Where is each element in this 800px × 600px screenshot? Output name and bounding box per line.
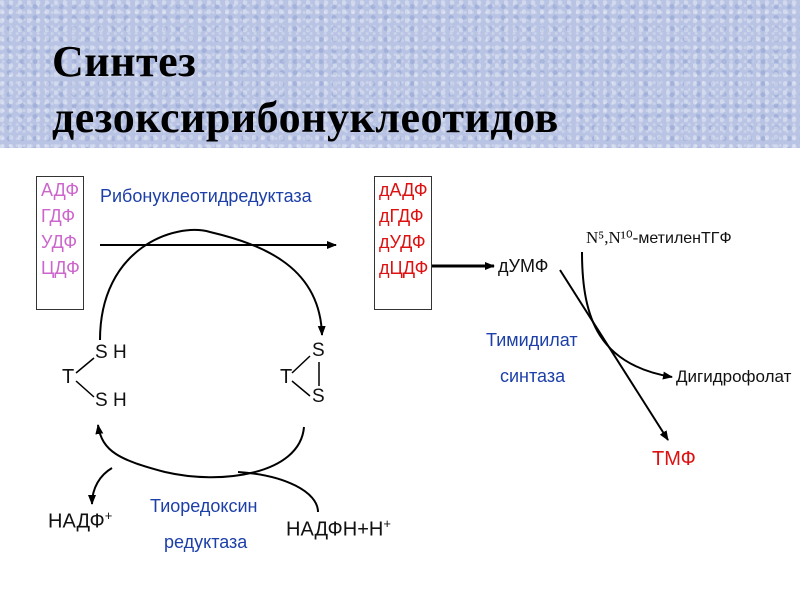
oxidized-s-bottom: S — [312, 386, 325, 407]
dihydrofolate-label: Дигидрофолат — [676, 367, 792, 386]
enzyme-ribonucleotide-reductase: Рибонуклеотидредуктаза — [100, 186, 312, 206]
reduced-sh-top: S H — [95, 342, 127, 363]
slide-title-line1: Синтез — [52, 37, 197, 86]
substrate-box: АДФ ГДФ УДФ ЦДФ — [36, 176, 84, 310]
cofactor-label: N⁵,N¹⁰-метиленТГФ — [586, 228, 732, 248]
cofactor-name: метиленТГФ — [638, 230, 732, 247]
oxidized-bond-top — [291, 355, 311, 374]
dump-to-tmp-arrow — [559, 269, 669, 441]
nadp-label: НАДФ+ — [48, 508, 112, 534]
nadp-charge: + — [104, 508, 113, 523]
oxidized-thioredoxin-t: T — [280, 366, 293, 388]
nadp-text: НАДФ — [48, 510, 105, 533]
thymidylate-synthase-line2: синтаза — [500, 366, 566, 386]
thioredoxin-oxidation-arc — [99, 228, 326, 341]
nadph-branch-arrow — [237, 471, 319, 513]
oxidized-s-top: S — [312, 340, 325, 361]
dump-label: дУМФ — [498, 256, 549, 276]
thioredoxin-reductase-line1: Тиоредоксин — [150, 496, 258, 516]
cofactor-to-dihydrofolate-arrow — [581, 251, 673, 380]
nadph-label: НАДФН+Н+ — [286, 516, 391, 542]
nadp-branch-arrow — [88, 467, 113, 505]
product-dadp: дАДФ — [379, 180, 428, 200]
thioredoxin-reduction-arc — [95, 424, 305, 479]
nadph-charge: + — [383, 516, 391, 531]
tmp-label: ТМФ — [652, 448, 696, 470]
reduced-sh-bottom: S H — [95, 390, 127, 411]
product-dcdp: дЦДФ — [379, 258, 429, 278]
substrate-gdp: ГДФ — [41, 206, 76, 226]
nadph-text: НАДФН+Н — [286, 518, 384, 541]
substrate-adp: АДФ — [41, 180, 80, 200]
cofactor-n5n10: N⁵,N¹⁰- — [586, 228, 639, 247]
reduced-bond-bottom — [75, 380, 95, 398]
substrate-udp: УДФ — [41, 232, 78, 252]
substrate-cdp: ЦДФ — [41, 258, 80, 278]
reduced-bond-top — [75, 357, 95, 374]
product-dudp: дУДФ — [379, 232, 426, 252]
reduced-thioredoxin-t: T — [62, 366, 75, 388]
thioredoxin-reductase-line2: редуктаза — [164, 532, 248, 552]
product-box: дАДФ дГДФ дУДФ дЦДФ — [374, 176, 432, 310]
slide-title-line2: дезоксирибонуклеотидов — [52, 93, 559, 142]
oxidized-bond-bottom — [291, 380, 311, 397]
product-dgdp: дГДФ — [379, 206, 424, 226]
thymidylate-synthase-line1: Тимидилат — [486, 330, 578, 350]
title-band — [0, 0, 800, 148]
